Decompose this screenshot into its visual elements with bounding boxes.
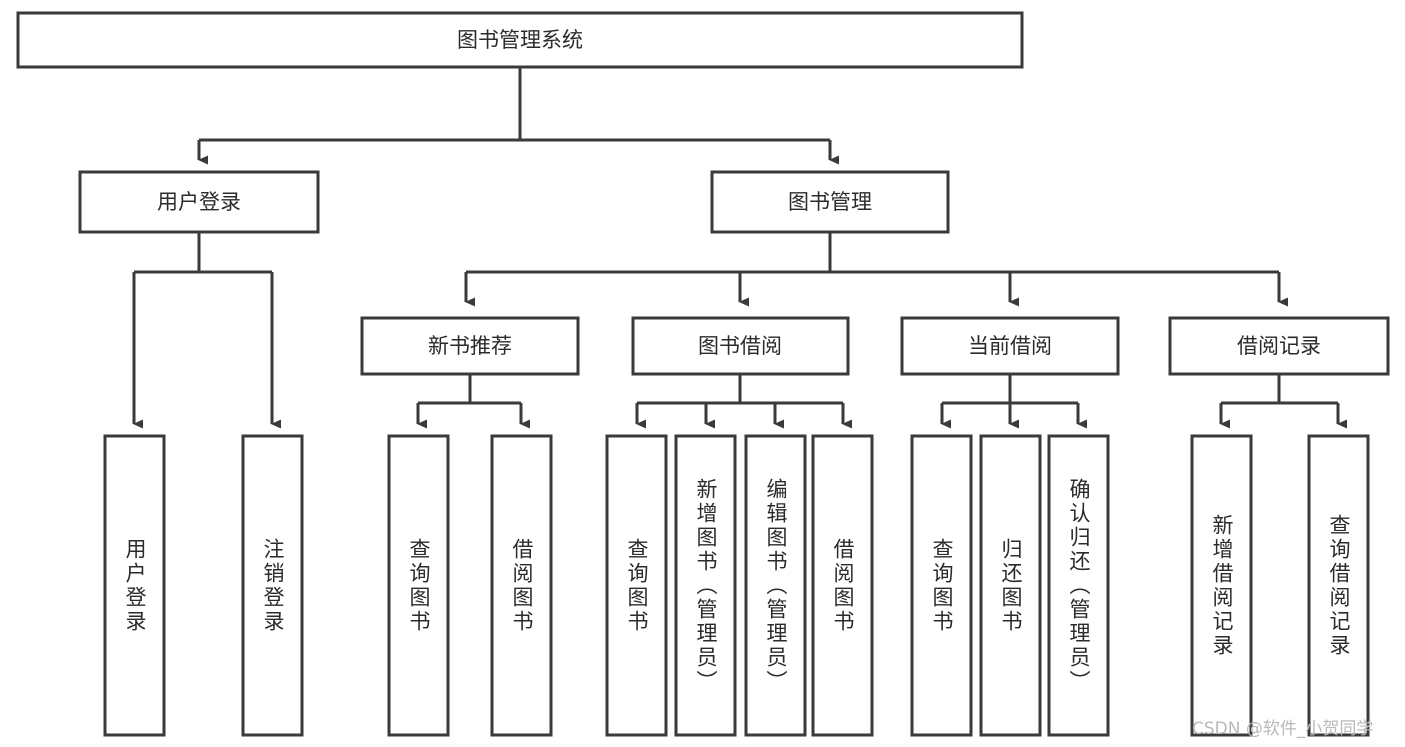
node-box-leaf-add-record[interactable] (1190, 434, 1253, 737)
node-box-current-borrow[interactable] (900, 316, 1120, 376)
node-box-leaf-query-book-2[interactable] (605, 434, 668, 737)
node-box-leaf-add-book[interactable] (674, 434, 737, 737)
node-label-current-borrow: 当前借阅 (968, 334, 1052, 358)
node-box-book-manage[interactable] (710, 170, 950, 234)
node-box-new-book-recommend[interactable] (360, 316, 580, 376)
node-box-leaf-edit-book[interactable] (744, 434, 807, 737)
node-box-leaf-user-logout[interactable] (241, 434, 304, 737)
node-label-borrow-record: 借阅记录 (1237, 334, 1321, 358)
connector-group-book-manage (464, 232, 1288, 307)
node-box-leaf-query-book-3[interactable] (910, 434, 973, 737)
node-box-leaf-user-login[interactable] (103, 434, 166, 737)
node-label-user-login: 用户登录 (157, 190, 241, 214)
connector-group-book-borrow (635, 374, 852, 429)
node-box-book-borrow[interactable] (631, 316, 850, 376)
node-box-leaf-borrow-book-2[interactable] (811, 434, 874, 737)
node-box-user-login[interactable] (78, 170, 320, 234)
node-box-leaf-confirm-return[interactable] (1047, 434, 1110, 737)
connector-group-new-book-recommend (416, 374, 530, 429)
node-label-book-borrow: 图书借阅 (698, 334, 782, 358)
node-box-leaf-borrow-book-1[interactable] (490, 434, 553, 737)
node-label-book-manage: 图书管理 (788, 190, 872, 214)
node-label-root: 图书管理系统 (457, 28, 583, 52)
node-label-new-book-recommend: 新书推荐 (428, 334, 512, 358)
connector-group-user-login (132, 232, 281, 429)
node-box-leaf-query-record[interactable] (1307, 434, 1370, 737)
node-box-leaf-return-book[interactable] (979, 434, 1042, 737)
connector-group-current-borrow (940, 374, 1087, 429)
node-box-root[interactable] (16, 11, 1024, 69)
connector-group-root (197, 67, 839, 165)
node-box-leaf-query-book-1[interactable] (387, 434, 450, 737)
csdn-watermark: CSDN @软件_小贺同学 (1192, 719, 1374, 739)
node-box-borrow-record[interactable] (1168, 316, 1390, 376)
connector-group-borrow-record (1219, 374, 1347, 429)
